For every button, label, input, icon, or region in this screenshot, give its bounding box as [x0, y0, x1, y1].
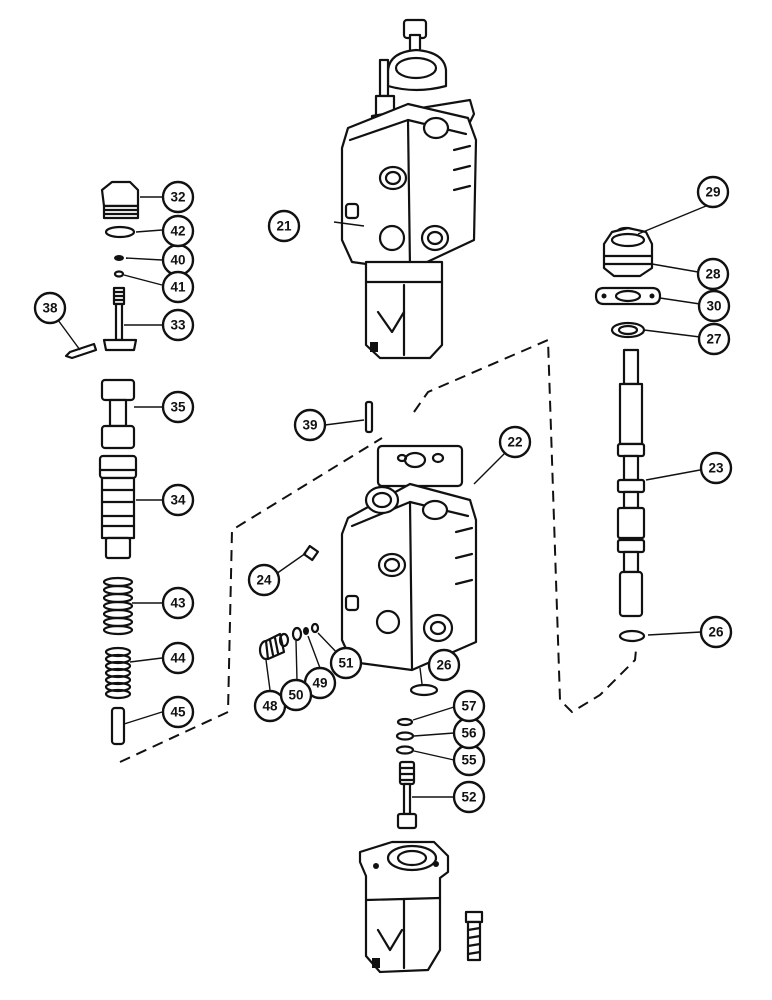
svg-text:23: 23 — [708, 461, 724, 476]
part-21-valve-section — [340, 18, 478, 360]
callout-32: 32 — [161, 180, 195, 214]
svg-text:50: 50 — [288, 688, 303, 703]
spring-44 — [104, 646, 132, 700]
callout-41: 41 — [161, 270, 195, 304]
callout-39: 39 — [293, 408, 327, 442]
callout-30: 30 — [697, 289, 731, 323]
svg-text:30: 30 — [706, 299, 721, 314]
svg-text:33: 33 — [170, 318, 186, 333]
callout-55: 55 — [452, 743, 486, 777]
callout-44: 44 — [161, 641, 195, 675]
svg-text:49: 49 — [312, 676, 327, 691]
assembly-line-right-top — [413, 338, 637, 714]
svg-text:57: 57 — [461, 699, 476, 714]
callout-40: 40 — [161, 243, 195, 277]
svg-text:39: 39 — [302, 418, 317, 433]
spring-43 — [102, 576, 134, 636]
callout-27: 27 — [697, 322, 731, 356]
callout-33: 33 — [161, 308, 195, 342]
part-22-valve-section — [340, 444, 478, 672]
leader-lines — [57, 196, 707, 798]
svg-text:51: 51 — [338, 656, 354, 671]
callout-52: 52 — [452, 780, 486, 814]
svg-text:32: 32 — [170, 190, 185, 205]
end-cap — [358, 840, 484, 974]
svg-text:34: 34 — [170, 493, 186, 508]
callout-24: 24 — [247, 563, 281, 597]
svg-text:26: 26 — [708, 625, 724, 640]
svg-text:44: 44 — [170, 651, 186, 666]
svg-text:35: 35 — [170, 400, 186, 415]
svg-text:21: 21 — [276, 219, 292, 234]
callout-34: 34 — [161, 483, 195, 517]
svg-text:22: 22 — [507, 435, 522, 450]
callout-51: 51 — [329, 646, 363, 680]
callout-22: 22 — [498, 425, 532, 459]
callout-50: 50 — [279, 678, 313, 712]
svg-text:29: 29 — [705, 185, 720, 200]
right-spool-stack — [594, 226, 662, 643]
callout-49: 49 — [303, 666, 337, 700]
callout-56: 56 — [452, 716, 486, 750]
small-parts — [258, 400, 439, 830]
svg-text:45: 45 — [170, 705, 186, 720]
callout-38: 38 — [33, 291, 67, 325]
svg-text:55: 55 — [461, 753, 477, 768]
callout-57: 57 — [452, 689, 486, 723]
callout-43: 43 — [161, 586, 195, 620]
svg-text:40: 40 — [170, 253, 185, 268]
callout-42: 42 — [161, 214, 195, 248]
assembly-line-left — [119, 437, 383, 763]
callout-35: 35 — [161, 390, 195, 424]
svg-text:27: 27 — [706, 332, 721, 347]
callout-23: 23 — [699, 451, 733, 485]
svg-text:48: 48 — [262, 699, 278, 714]
callout-29: 29 — [696, 175, 730, 209]
svg-text:24: 24 — [256, 573, 272, 588]
svg-text:42: 42 — [170, 224, 185, 239]
callout-26-lower: 26 — [427, 648, 461, 682]
svg-text:52: 52 — [461, 790, 476, 805]
callout-45: 45 — [161, 695, 195, 729]
callout-48: 48 — [253, 689, 287, 723]
svg-text:56: 56 — [461, 726, 477, 741]
callout-26-right: 26 — [699, 615, 733, 649]
svg-text:26: 26 — [436, 658, 452, 673]
svg-text:28: 28 — [705, 267, 721, 282]
callout-21: 21 — [267, 209, 301, 243]
svg-text:41: 41 — [170, 280, 186, 295]
svg-text:43: 43 — [170, 596, 186, 611]
svg-text:38: 38 — [42, 301, 58, 316]
left-spool-stack — [64, 180, 140, 746]
callout-28: 28 — [696, 257, 730, 291]
